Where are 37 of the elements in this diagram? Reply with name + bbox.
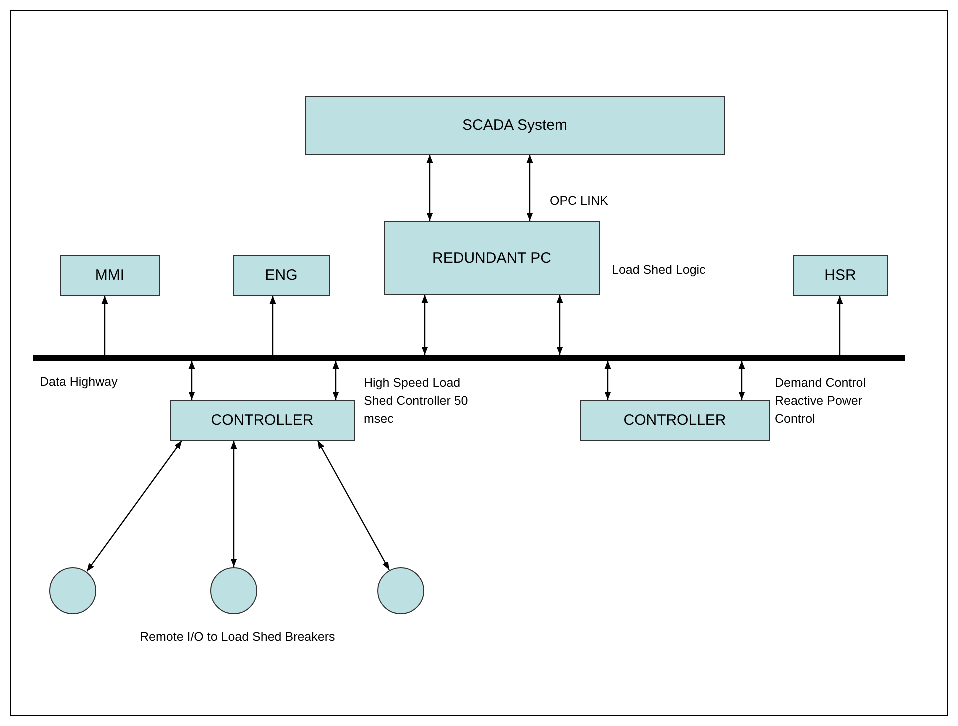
arrow <box>604 361 612 400</box>
arrow <box>738 361 746 400</box>
annotation-text: Data Highway <box>40 374 119 391</box>
process-box <box>170 400 355 441</box>
process-box <box>384 221 600 295</box>
arrow <box>556 295 564 355</box>
circle-node <box>49 567 97 615</box>
arrow <box>102 296 108 355</box>
node-label: ENG <box>265 267 298 284</box>
arrow <box>317 440 390 570</box>
data-highway-bus <box>33 355 905 361</box>
circle-node <box>210 567 258 615</box>
arrow <box>230 441 238 567</box>
arrow <box>422 295 428 355</box>
node-label: HSR <box>824 267 856 284</box>
arrow <box>270 296 276 355</box>
arrow <box>188 361 196 400</box>
process-box <box>233 255 330 296</box>
process-box <box>580 400 770 441</box>
node-label: SCADA System <box>462 117 568 134</box>
arrow <box>836 296 844 355</box>
annotation-text: Load Shed Logic <box>612 262 707 279</box>
node-label: CONTROLLER <box>211 412 314 429</box>
node-label: MMI <box>95 267 125 284</box>
node-label: CONTROLLER <box>624 412 726 429</box>
arrow <box>86 440 182 572</box>
process-box <box>305 96 725 155</box>
circle-node <box>377 567 425 615</box>
node-label: REDUNDANT PC <box>432 250 552 266</box>
annotation-text: High Speed Load Shed Controller 50 msec <box>364 375 470 428</box>
process-box <box>793 255 888 296</box>
annotation-text: Demand Control Reactive Power Control <box>775 375 868 428</box>
arrow <box>332 361 340 400</box>
arrow <box>526 155 534 221</box>
note-text: Remote I/O to Load Shed Breakers <box>140 629 336 646</box>
arrow <box>426 155 434 221</box>
process-box <box>60 255 160 296</box>
